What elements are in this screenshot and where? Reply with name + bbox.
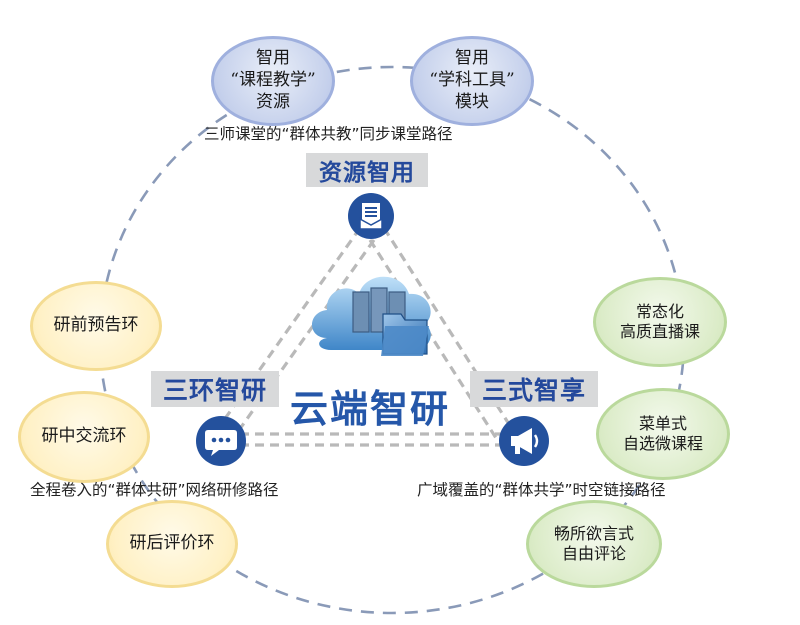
bubble-live-course: 常态化 高质直播课 <box>593 277 727 367</box>
caption-right: 广域覆盖的“群体共学”时空链接路径 <box>417 481 666 499</box>
bubble-course-resources: 智用 “课程教学” 资源 <box>211 36 335 126</box>
center-title: 云端智研 <box>290 387 451 431</box>
bubble-subject-tools: 智用 “学科工具” 模块 <box>410 36 534 126</box>
label-resource-smart-use: 资源智用 <box>306 153 428 187</box>
chat-bubble-icon <box>195 415 247 467</box>
bubble-mid-research: 研中交流环 <box>18 391 150 483</box>
label-three-style-sharing: 三式智享 <box>470 371 598 407</box>
bubble-free-comment: 畅所欲言式 自由评论 <box>526 500 662 588</box>
bubble-pre-research: 研前预告环 <box>30 281 162 371</box>
bubble-micro-course: 菜单式 自选微课程 <box>596 388 730 480</box>
caption-left: 全程卷入的“群体共研”网络研修路径 <box>30 481 279 499</box>
cloud-server-folder-icon <box>305 262 445 372</box>
document-icon <box>347 192 395 240</box>
caption-top: 三师课堂的“群体共教”同步课堂路径 <box>204 125 453 143</box>
megaphone-icon <box>498 415 550 467</box>
label-three-loop-research: 三环智研 <box>151 371 279 407</box>
bubble-post-research: 研后评价环 <box>106 500 238 588</box>
